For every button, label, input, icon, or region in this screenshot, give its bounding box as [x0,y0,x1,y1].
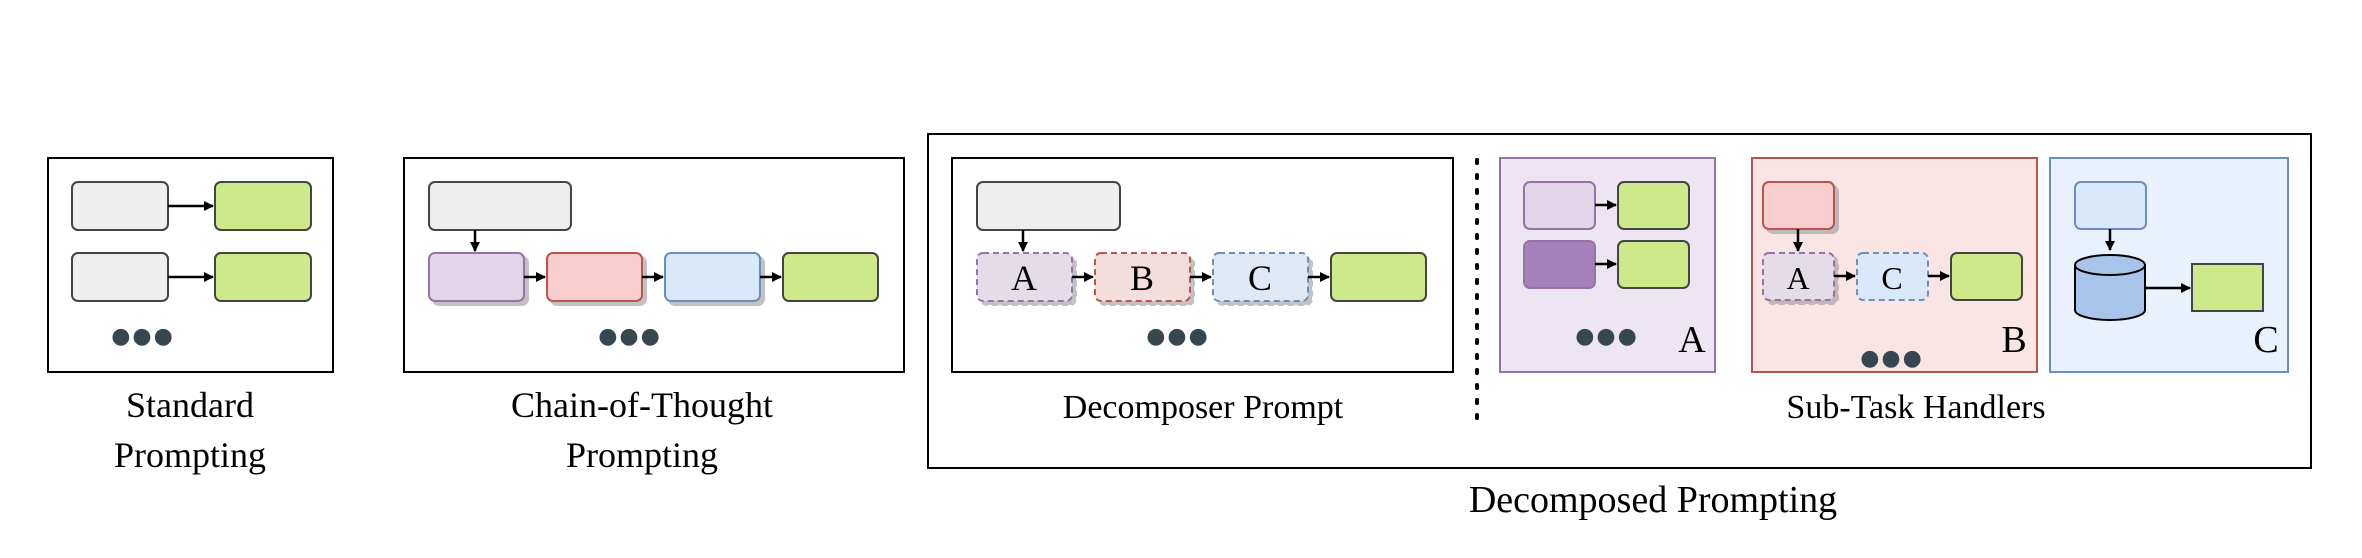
ellipsis: ●●● [1146,324,1210,349]
handler-a-label: A [1678,319,1706,361]
standard-label-line2: Prompting [114,435,266,475]
step-a-label: A [1011,258,1037,298]
handler-c-panel: C [2049,157,2289,373]
decomposed-prompting-label: Decomposed Prompting [1469,479,1837,521]
ellipsis: ●●● [598,324,662,349]
step-c-label: C [1248,258,1272,298]
database-icon [2074,254,2146,321]
output-box [214,252,312,302]
handler-b-panel: A C ●●● B [1751,157,2038,373]
input-box [71,181,169,231]
cot-prompting-panel: ●●● [403,157,905,373]
standard-prompting-panel: ●●● [47,157,334,373]
question-box [976,181,1121,231]
ellipsis: ●●● [111,324,175,349]
question-box [428,181,572,231]
input-box [71,252,169,302]
subtask-handlers-label: Sub-Task Handlers [1786,389,2045,426]
handler-b-step-a: A [1786,260,1809,296]
decomposer-prompt-panel: A B C ●●● [951,157,1454,373]
handler-c-label: C [2253,319,2278,361]
decomposer-prompt-label: Decomposer Prompt [1063,389,1344,426]
handler-b-label: B [2001,319,2026,361]
step-box [428,252,525,302]
step-box [664,252,761,302]
step-box [546,252,643,302]
output-box [214,181,312,231]
answer-box [1330,252,1427,302]
step-b-label: B [1130,258,1154,298]
cot-label-line1: Chain-of-Thought [511,385,773,425]
cot-label-line2: Prompting [566,435,718,475]
handler-b-step-c: C [1881,260,1902,296]
handler-a-panel: ●●● A [1499,157,1716,373]
standard-label-line1: Standard [126,385,254,425]
ellipsis: ●●● [1860,346,1924,371]
ellipsis: ●●● [1575,324,1639,349]
answer-box [782,252,879,302]
